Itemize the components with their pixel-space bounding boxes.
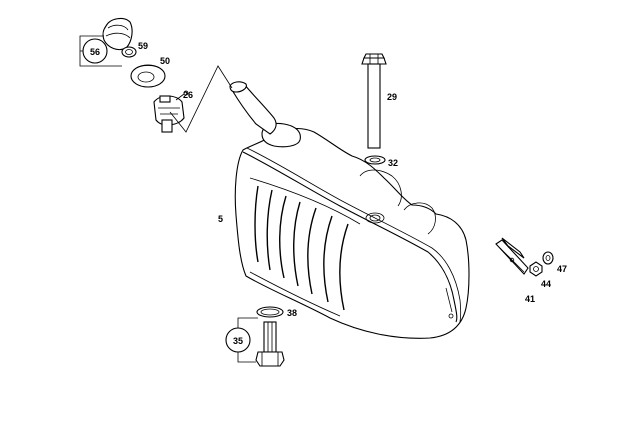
seal-boot-assembly [102, 17, 137, 58]
washer-47 [542, 251, 554, 265]
leader-26 [169, 65, 233, 133]
fuel-sender-26 [153, 90, 189, 133]
callout-32: 32 [388, 158, 398, 168]
callout-29: 29 [387, 92, 397, 102]
callout-56-bubble: 56 [79, 35, 122, 67]
fuel-tank [229, 81, 470, 339]
callout-56: 56 [90, 47, 100, 57]
callout-50: 50 [160, 56, 170, 66]
drain-plug-35 [255, 321, 285, 367]
callout-38: 38 [287, 308, 297, 318]
bolt-29 [361, 53, 387, 149]
grommet-50 [130, 64, 166, 88]
callout-47: 47 [557, 264, 567, 274]
callout-26: 26 [183, 90, 193, 100]
seal-ring-38 [256, 306, 284, 318]
callout-59: 59 [138, 41, 148, 51]
bracket-41 [495, 237, 529, 275]
nut-44 [529, 261, 543, 277]
callout-44: 44 [541, 279, 551, 289]
washer-32 [364, 155, 386, 165]
callout-35-bubble: 35 [225, 317, 258, 363]
callout-41: 41 [525, 294, 535, 304]
callout-5: 5 [218, 214, 223, 224]
callout-35: 35 [233, 336, 243, 346]
